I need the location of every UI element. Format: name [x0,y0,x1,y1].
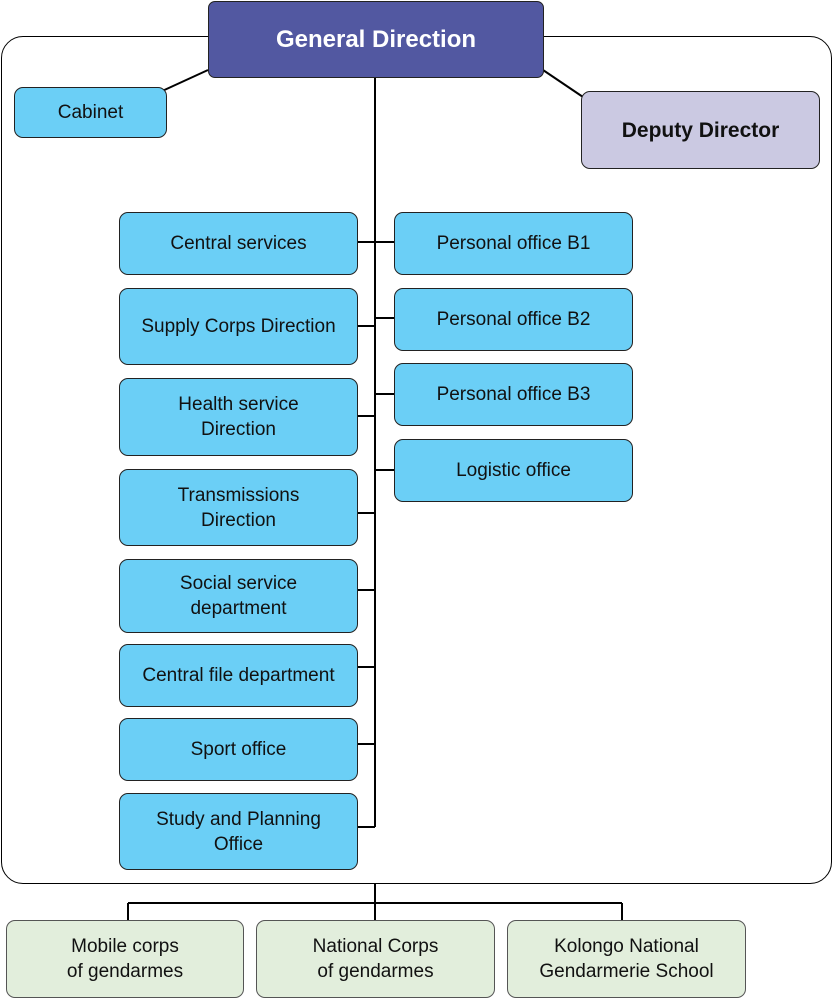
social-service-department-box: Social service department [119,559,358,633]
sport-office-box: Sport office [119,718,358,781]
gendarmerie-school-box: Kolongo National Gendarmerie School [507,920,746,998]
supply-corps-direction-box: Supply Corps Direction [119,288,358,365]
personal-office-b3-box: Personal office B3 [394,363,633,426]
general-direction-box: General Direction [208,1,544,78]
central-file-department-box: Central file department [119,644,358,707]
cabinet-box: Cabinet [14,87,167,138]
health-service-direction-box: Health service Direction [119,378,358,456]
personal-office-b2-box: Personal office B2 [394,288,633,351]
central-services-box: Central services [119,212,358,275]
national-corps-box: National Corps of gendarmes [256,920,495,998]
study-and-planning-office-box: Study and Planning Office [119,793,358,870]
logistic-office-box: Logistic office [394,439,633,502]
transmissions-direction-box: Transmissions Direction [119,469,358,546]
personal-office-b1-box: Personal office B1 [394,212,633,275]
deputy-director-box: Deputy Director [581,91,820,169]
mobile-corps-box: Mobile corps of gendarmes [6,920,244,998]
